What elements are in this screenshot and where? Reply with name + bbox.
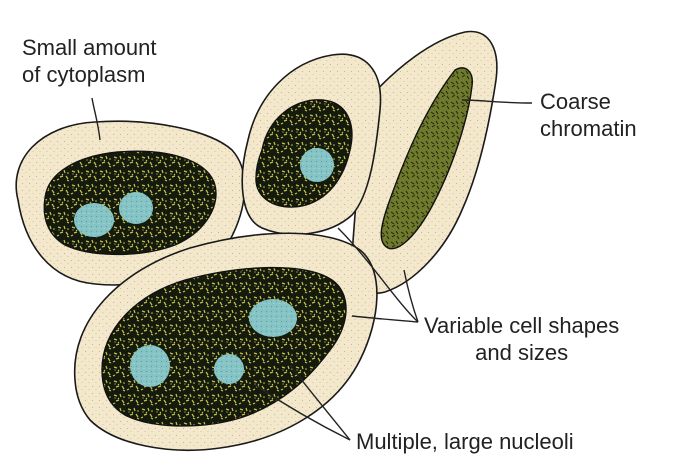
label-shapes-line2: and sizes — [424, 339, 619, 366]
nucleolus — [300, 148, 334, 182]
label-nucleoli: Multiple, large nucleoli — [356, 428, 574, 455]
label-shapes-line1: Variable cell shapes — [424, 312, 619, 339]
label-shapes: Variable cell shapes and sizes — [424, 312, 619, 366]
nucleolus — [214, 354, 244, 384]
nucleolus — [74, 203, 114, 237]
label-chromatin-line1: Coarse — [540, 88, 637, 115]
label-cytoplasm-line1: Small amount — [22, 34, 157, 61]
nucleolus — [249, 299, 297, 337]
label-cytoplasm: Small amount of cytoplasm — [22, 34, 157, 88]
label-cytoplasm-line2: of cytoplasm — [22, 61, 157, 88]
nucleolus — [130, 345, 170, 387]
label-nucleoli-line1: Multiple, large nucleoli — [356, 428, 574, 455]
label-chromatin: Coarse chromatin — [540, 88, 637, 142]
nucleolus — [119, 192, 153, 224]
label-chromatin-line2: chromatin — [540, 115, 637, 142]
